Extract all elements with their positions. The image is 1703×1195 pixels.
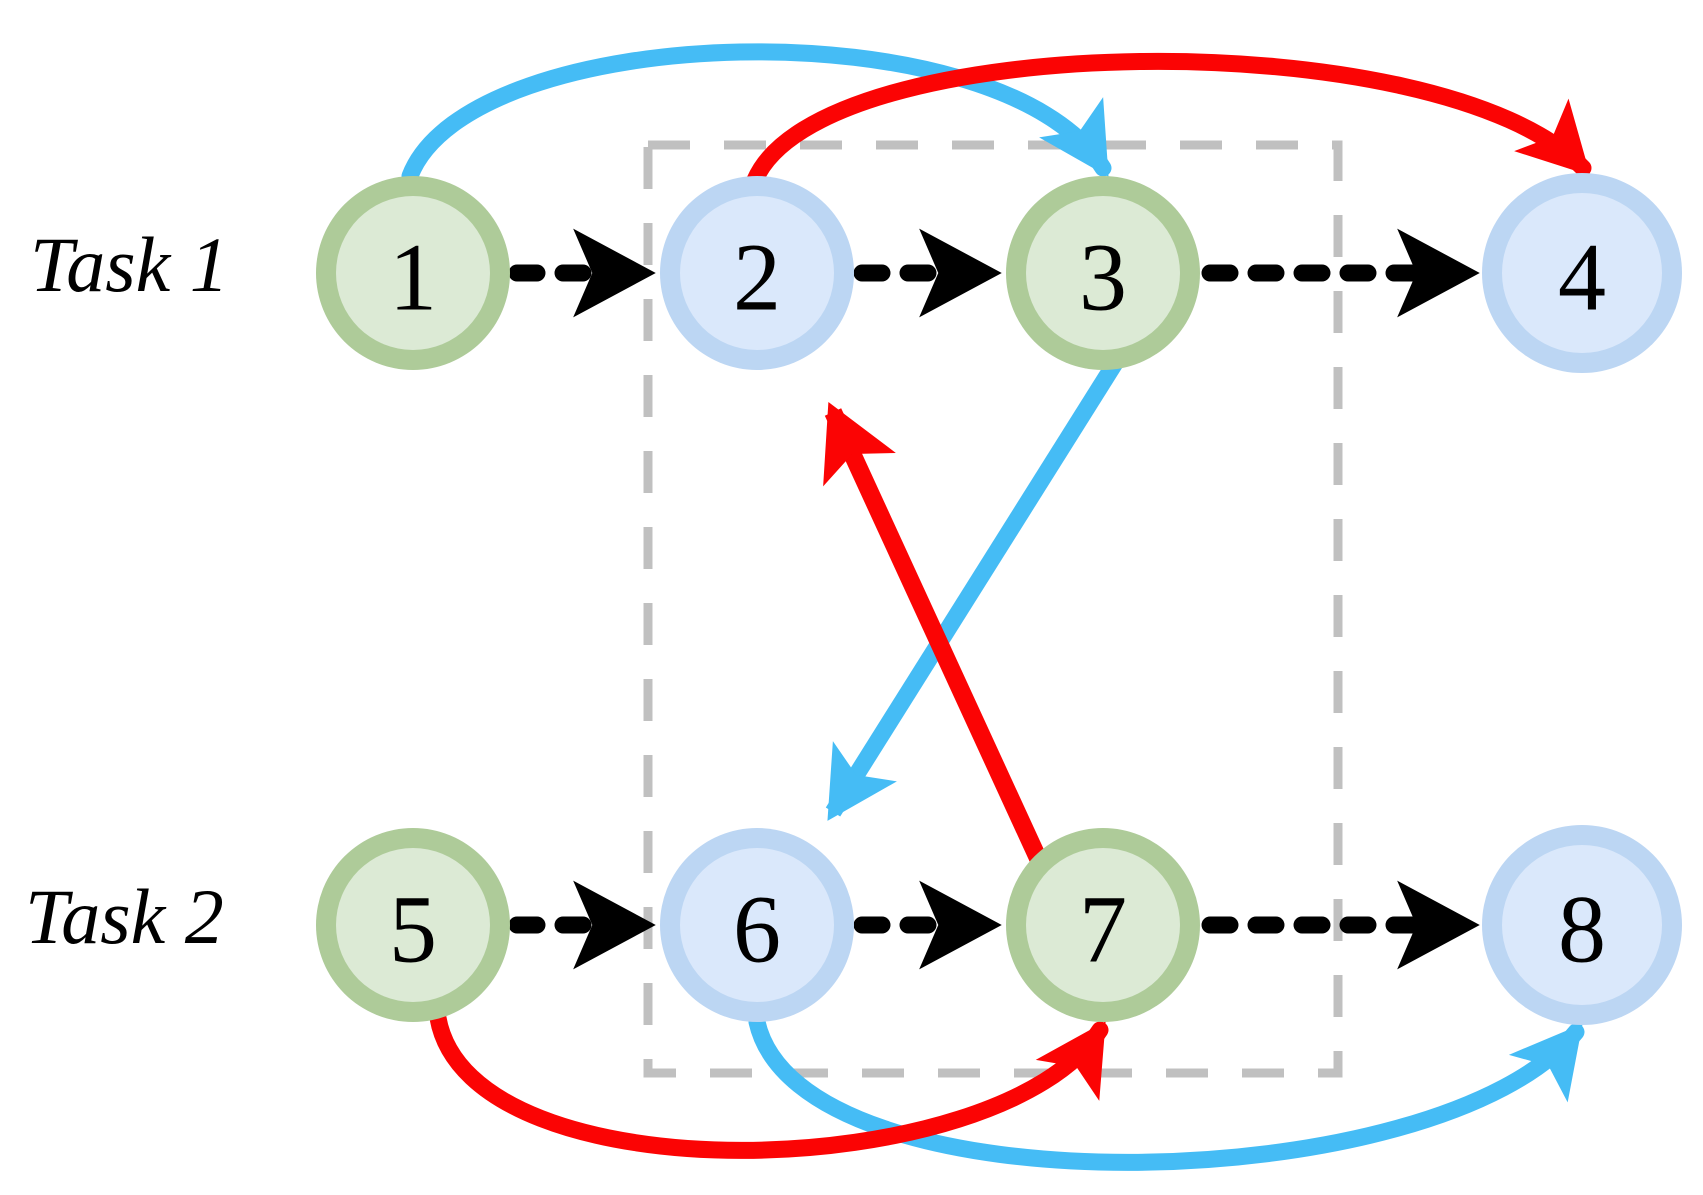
edge-1-to-3 <box>401 43 1112 185</box>
node-2-label: 2 <box>733 224 781 331</box>
node-7-fill <box>1026 848 1180 1002</box>
node-6-label: 6 <box>733 876 781 983</box>
node-5-fill <box>336 848 490 1002</box>
node-6-fill <box>680 848 834 1002</box>
node-1-fill <box>336 196 490 350</box>
node-4-label: 4 <box>1558 224 1606 331</box>
node-1[interactable]: 1 <box>316 176 510 370</box>
node-6[interactable]: 6 <box>660 828 854 1022</box>
node-2-fill <box>680 196 834 350</box>
node-4[interactable]: 4 <box>1482 173 1682 373</box>
node-5[interactable]: 5 <box>316 828 510 1022</box>
node-1-label: 1 <box>389 224 437 331</box>
node-7-label: 7 <box>1079 876 1127 983</box>
edge-5-to-7 <box>429 1009 1109 1159</box>
node-3-fill <box>1026 196 1180 350</box>
node-2[interactable]: 2 <box>660 176 854 370</box>
node-3[interactable]: 3 <box>1006 176 1200 370</box>
node-8[interactable]: 8 <box>1482 825 1682 1025</box>
task-1-label: Task 1 <box>30 221 229 308</box>
task-2-label: Task 2 <box>25 873 224 960</box>
node-8-label: 8 <box>1558 876 1606 983</box>
edge-3-to-6 <box>825 355 1125 821</box>
edge-2-to-4 <box>746 52 1592 189</box>
node-3-label: 3 <box>1079 224 1127 331</box>
edge-6-to-8 <box>748 1013 1585 1171</box>
shared-region-box <box>643 140 1343 1078</box>
node-8-fill <box>1502 845 1662 1005</box>
node-5-label: 5 <box>389 876 437 983</box>
node-4-fill <box>1502 193 1662 353</box>
node-7[interactable]: 7 <box>1006 828 1200 1022</box>
